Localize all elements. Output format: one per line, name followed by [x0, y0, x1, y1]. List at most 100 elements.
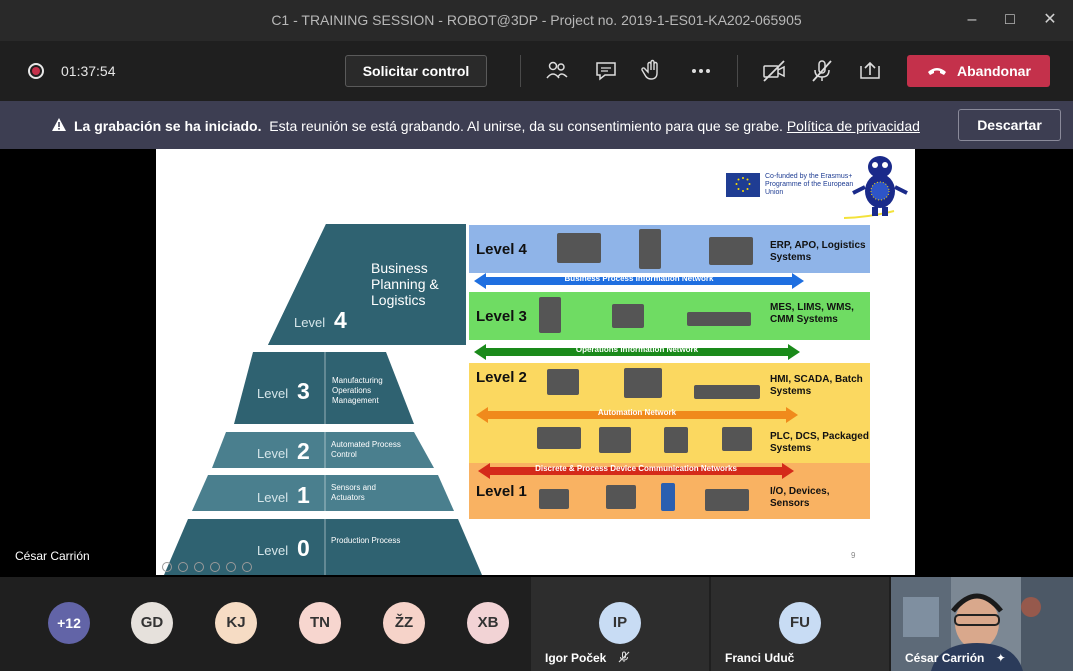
band-title: Level 2	[476, 369, 527, 386]
camera-off-icon[interactable]	[761, 58, 787, 84]
network-arrow: Discrete & Process Device Communication …	[478, 463, 794, 479]
pyramid-level-number: 2	[297, 438, 310, 464]
meeting-toolbar: 01:37:54 Solicitar control Abandonar	[0, 41, 1073, 101]
participant-name: Franci Uduč	[725, 651, 795, 665]
banner-message: La grabación se ha iniciado. Esta reunió…	[74, 118, 920, 134]
privacy-policy-link[interactable]: Política de privacidad	[786, 118, 920, 134]
pyramid-level-desc: Production Process	[331, 536, 401, 545]
meeting-timer: 01:37:54	[61, 63, 116, 79]
recording-banner: La grabación se ha iniciado. Esta reunió…	[0, 101, 1073, 149]
participant-tile[interactable]: FU Franci Uduč	[711, 577, 889, 671]
participant-avatar[interactable]: ŽZ	[383, 602, 425, 644]
network-arrow: Business Process Information Network	[474, 273, 804, 289]
slides-icon[interactable]	[210, 562, 220, 572]
pyramid-tier-0	[164, 519, 482, 575]
pyramid-level-desc: Business Planning & Logistics	[371, 260, 439, 308]
sensor-icon	[606, 485, 636, 509]
controller-icon	[664, 427, 688, 453]
pc-icon	[612, 304, 644, 328]
overflow-participants-button[interactable]: +12	[48, 602, 90, 644]
participant-avatar: IP	[599, 602, 641, 644]
leave-button[interactable]: Abandonar	[907, 55, 1050, 87]
pyramid-level-number: 4	[334, 307, 347, 333]
participant-name: Igor Poček	[545, 651, 630, 665]
band-systems: HMI, SCADA, Batch Systems	[770, 374, 863, 397]
minimize-icon[interactable]: –	[967, 11, 977, 28]
presenter-name: César Carrión	[15, 549, 90, 563]
pyramid-level-desc: Sensors and Actuators	[331, 483, 376, 502]
toolbar-divider	[737, 55, 738, 87]
more-icon[interactable]	[242, 562, 252, 572]
camera-sensor-icon	[705, 489, 749, 511]
participant-avatar[interactable]: GD	[131, 602, 173, 644]
more-actions-icon[interactable]	[688, 58, 714, 84]
participant-video-tile[interactable]: César Carrión ✦	[891, 577, 1073, 671]
banner-text: Esta reunión se está grabando. Al unirse…	[269, 118, 783, 134]
participant-video	[891, 577, 1073, 671]
band-systems: I/O, Devices, Sensors	[770, 486, 830, 509]
pyramid-level-desc: Manufacturing Operations Management	[332, 376, 383, 405]
close-icon[interactable]: ✕	[1043, 11, 1057, 28]
participant-avatar[interactable]: TN	[299, 602, 341, 644]
pyramid-tier-1	[192, 475, 454, 511]
network-label: Discrete & Process Device Communication …	[535, 464, 737, 473]
band-systems: ERP, APO, Logistics Systems	[770, 240, 866, 263]
pyramid-level-word: Level	[257, 386, 289, 401]
participants-strip: +12 GD KJ TN ŽZ XB IP Igor Poček FU Fran…	[0, 577, 1073, 671]
dcs-icon	[599, 427, 631, 453]
warning-icon	[52, 118, 66, 131]
participant-avatar[interactable]: XB	[467, 602, 509, 644]
pyramid-level-number: 1	[297, 482, 310, 508]
banner-bold-text: La grabación se ha iniciado.	[74, 118, 262, 134]
pyramid-level-number: 3	[297, 378, 310, 404]
level-3-band: Level 3 MES, LIMS, WMS, CMM Systems	[469, 292, 870, 340]
window-title: C1 - TRAINING SESSION - ROBOT@3DP - Proj…	[271, 12, 802, 28]
pyramid-level-number: 0	[297, 535, 310, 561]
next-slide-icon[interactable]	[178, 562, 188, 572]
actuator-icon	[661, 483, 675, 511]
rack-server-icon	[694, 385, 760, 399]
share-tray-icon[interactable]	[857, 58, 883, 84]
robot-mascot-icon	[844, 156, 908, 220]
network-label: Operations Information Network	[575, 345, 699, 354]
pc-icon	[624, 368, 662, 398]
prev-slide-icon[interactable]	[162, 562, 172, 572]
network-label: Business Process Information Network	[564, 274, 714, 283]
laptop-icon	[547, 369, 579, 395]
band-systems: MES, LIMS, WMS, CMM Systems	[770, 302, 854, 325]
request-control-button[interactable]: Solicitar control	[345, 55, 487, 87]
dismiss-button[interactable]: Descartar	[958, 109, 1061, 141]
server-icon	[539, 297, 561, 333]
band-title: Level 4	[476, 241, 527, 258]
rack-server-icon	[687, 312, 751, 326]
rack-server-icon	[709, 237, 753, 265]
pin-icon[interactable]: ✦	[995, 651, 1006, 665]
raise-hand-icon[interactable]	[640, 58, 666, 84]
participant-avatar[interactable]: KJ	[215, 602, 257, 644]
maximize-icon[interactable]: □	[1005, 11, 1015, 28]
network-label: Automation Network	[597, 408, 677, 417]
pyramid-diagram	[164, 224, 482, 575]
participant-avatar: FU	[779, 602, 821, 644]
pyramid-level-word: Level	[257, 446, 289, 461]
network-arrow: Automation Network	[476, 407, 798, 423]
title-bar: C1 - TRAINING SESSION - ROBOT@3DP - Proj…	[0, 0, 1073, 41]
zoom-icon[interactable]	[226, 562, 236, 572]
level-4-band: Level 4 ERP, APO, Logistics Systems	[469, 225, 870, 273]
toolbar-divider	[520, 55, 521, 87]
participant-tile[interactable]: IP Igor Poček	[531, 577, 709, 671]
participants-icon[interactable]	[544, 58, 570, 84]
chat-icon[interactable]	[593, 58, 619, 84]
slide-tools	[162, 559, 258, 572]
pyramid-level-word: Level	[294, 315, 326, 330]
eu-flag-icon	[726, 173, 760, 197]
band-title: Level 1	[476, 483, 527, 500]
mic-off-icon[interactable]	[809, 58, 835, 84]
pyramid-tier-2	[212, 432, 434, 468]
network-arrow: Operations Information Network	[474, 344, 800, 360]
leave-label: Abandonar	[957, 63, 1031, 79]
pyramid-tier-3	[234, 352, 414, 424]
slide-number: 9	[851, 551, 856, 560]
pen-icon[interactable]	[194, 562, 204, 572]
server-icon	[639, 229, 661, 269]
